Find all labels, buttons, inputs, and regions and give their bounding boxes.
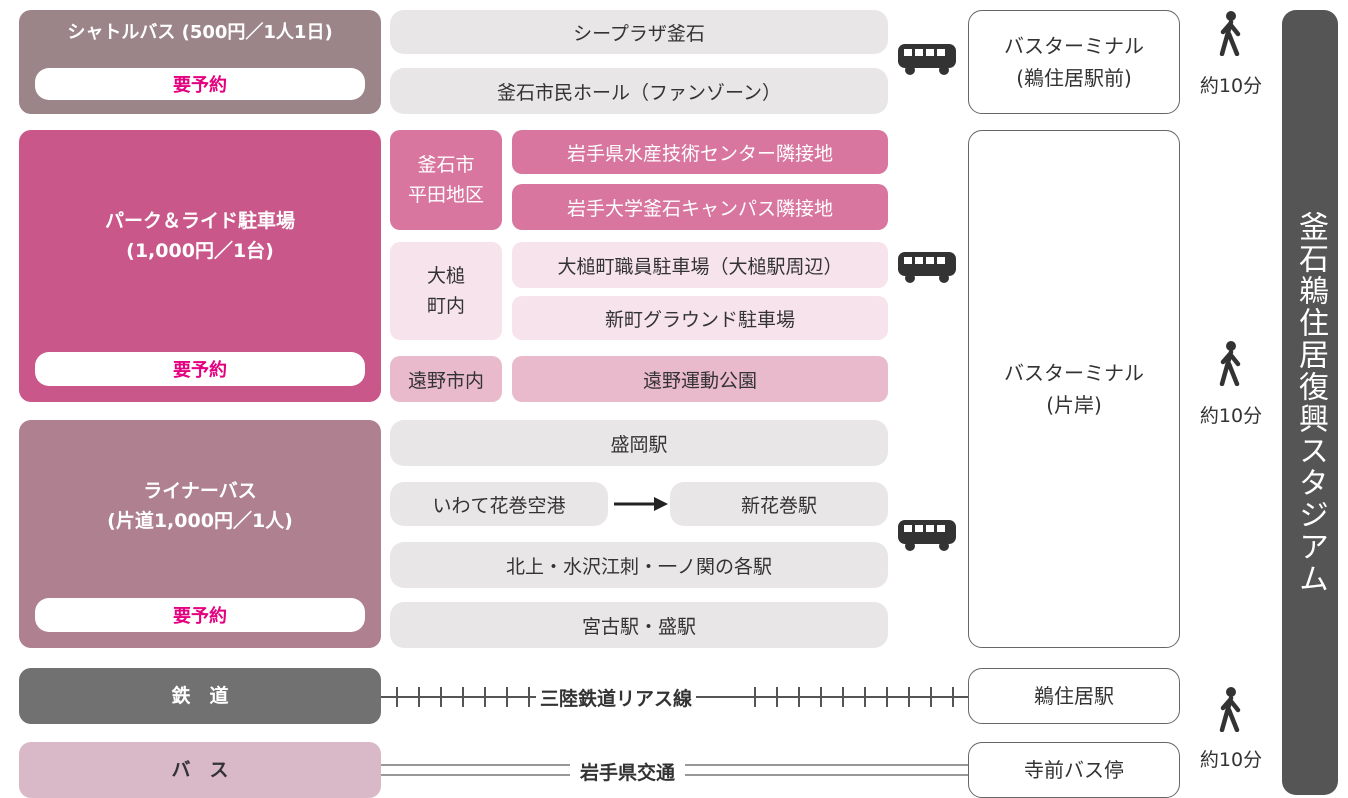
- bus-icon: [896, 250, 958, 288]
- dest-seaplaza-kamaishi: シープラザ釜石: [390, 10, 888, 54]
- liner-bus-price: (片道1,000円／1人): [107, 510, 293, 532]
- railway-category: 鉄 道: [19, 668, 381, 724]
- terminal2-label: バスターミナル: [1004, 361, 1144, 385]
- walking-person-icon: [1219, 687, 1241, 733]
- spot-iwate-univ-campus: 岩手大学釜石キャンパス隣接地: [512, 184, 888, 230]
- park-ride-title: パーク＆ライド駐車場: [104, 210, 295, 232]
- area-otsuchi: 大槌 町内: [390, 242, 502, 340]
- walk-time-label: 約10分: [1199, 749, 1263, 771]
- shuttle-reserve-badge: 要予約: [35, 68, 365, 100]
- dest-hanamaki-airport: いわて花巻空港: [390, 482, 608, 526]
- area2-label: 大槌: [426, 265, 465, 287]
- walk-time-label: 約10分: [1199, 405, 1263, 427]
- spot-fisheries-center: 岩手県水産技術センター隣接地: [512, 130, 888, 174]
- park-ride-reserve-badge: 要予約: [35, 352, 365, 386]
- spot-otsuchi-staff-parking: 大槌町職員駐車場（大槌駅周辺）: [512, 242, 888, 288]
- liner-reserve-badge: 要予約: [35, 598, 365, 632]
- walk-time-2: 約10分: [1188, 340, 1274, 428]
- bus-terminal-katagishi: バスターミナル (片岸): [968, 130, 1180, 648]
- dest-kamaishi-civic-hall: 釜石市民ホール（ファンゾーン）: [390, 68, 888, 114]
- walk-time-1: 約10分: [1188, 10, 1274, 98]
- spot-tono-sports-park: 遠野運動公園: [512, 356, 888, 402]
- walking-person-icon: [1219, 341, 1241, 387]
- sanriku-railway-label: 三陸鉄道リアス線: [536, 684, 697, 711]
- walk-time-3: 約10分: [1188, 686, 1274, 772]
- walking-person-icon: [1219, 11, 1241, 57]
- terminal2-sublabel: (片岸): [1046, 393, 1102, 417]
- dest-morioka-station: 盛岡駅: [390, 420, 888, 466]
- shuttle-bus-title: シャトルバス (500円／1人1日): [67, 22, 333, 43]
- kamaishi-unosumai-stadium: 釜石鵜住居復興スタジアム: [1282, 10, 1338, 795]
- bus-category: バ ス: [19, 742, 381, 798]
- area-tono: 遠野市内: [390, 356, 502, 402]
- dest-kitakami-mizusawa-ichinoseki: 北上・水沢江刺・一ノ関の各駅: [390, 542, 888, 588]
- iwate-kotsu-label: 岩手県交通: [570, 758, 686, 785]
- bus-terminal-unosumai: バスターミナル (鵜住居駅前): [968, 10, 1180, 114]
- park-ride-price: (1,000円／1台): [126, 240, 274, 262]
- area1-label: 釜石市: [417, 154, 475, 176]
- area1-label-2: 平田地区: [407, 184, 484, 206]
- area2-label-2: 町内: [426, 295, 465, 317]
- terminal1-sublabel: (鵜住居駅前): [1016, 66, 1132, 90]
- teramae-bus-stop: 寺前バス停: [968, 742, 1180, 798]
- terminal1-label: バスターミナル: [1004, 34, 1144, 58]
- area-kamaishi-heita: 釜石市 平田地区: [390, 130, 502, 230]
- bus-icon: [896, 42, 958, 80]
- arrow-right-icon: [614, 497, 668, 511]
- unosumai-station: 鵜住居駅: [968, 668, 1180, 724]
- bus-icon: [896, 518, 958, 556]
- dest-shin-hanamaki-station: 新花巻駅: [670, 482, 888, 526]
- walk-time-label: 約10分: [1199, 75, 1263, 97]
- dest-miyako-sakari: 宮古駅・盛駅: [390, 602, 888, 648]
- liner-bus-title: ライナーバス: [143, 480, 257, 502]
- spot-shinmachi-ground: 新町グラウンド駐車場: [512, 296, 888, 340]
